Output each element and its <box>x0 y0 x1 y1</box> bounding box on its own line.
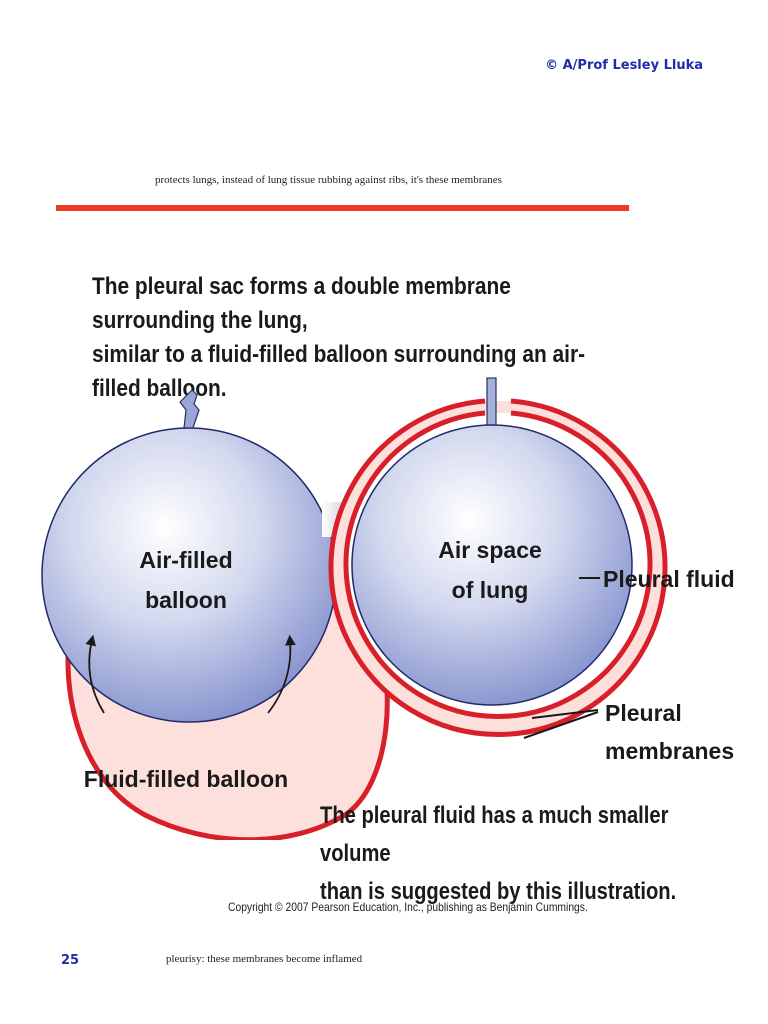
pleural-membranes-label-1: Pleural <box>605 700 682 726</box>
footnote-line-1: The pleural fluid has a much smaller vol… <box>320 802 669 867</box>
figure-footnote: The pleural fluid has a much smaller vol… <box>320 797 690 911</box>
publisher-credit: Copyright © 2007 Pearson Education, Inc.… <box>228 900 588 914</box>
pleural-membranes-label-2: membranes <box>605 738 734 764</box>
label-leader-lines <box>523 577 600 739</box>
copyright-tag: © A/Prof Lesley Lluka <box>545 58 703 73</box>
page-number: 25 <box>61 953 80 968</box>
fluid-balloon-label: Fluid-filled balloon <box>84 766 288 792</box>
headline-line-1: The pleural sac forms a double membrane … <box>92 273 511 334</box>
slide-headline: The pleural sac forms a double membrane … <box>92 270 631 406</box>
speaker-note-top: protects lungs, instead of lung tissue r… <box>155 174 502 186</box>
air-balloon-label-1: Air-filled <box>139 547 232 573</box>
lung-label-1: Air space <box>438 537 542 563</box>
pleural-fluid-label: Pleural fluid <box>603 566 735 592</box>
pleural-sac-diagram: Air-filled balloon Fluid-filled balloon … <box>41 377 735 840</box>
push-arrows <box>85 634 296 714</box>
speaker-note-bottom: pleurisy: these membranes become inflame… <box>166 953 363 965</box>
lung-label-2: of lung <box>452 577 529 603</box>
divider-bar <box>56 205 629 211</box>
headline-line-2: similar to a fluid-filled balloon surrou… <box>92 341 586 402</box>
air-balloon-label-2: balloon <box>145 587 227 613</box>
air-filled-balloon <box>41 427 337 723</box>
trachea-stub-icon <box>486 377 497 431</box>
air-balloon-knot-icon <box>179 389 200 429</box>
lung-air-space <box>351 424 633 706</box>
footnote-line-2: than is suggested by this illustration. <box>320 878 677 905</box>
